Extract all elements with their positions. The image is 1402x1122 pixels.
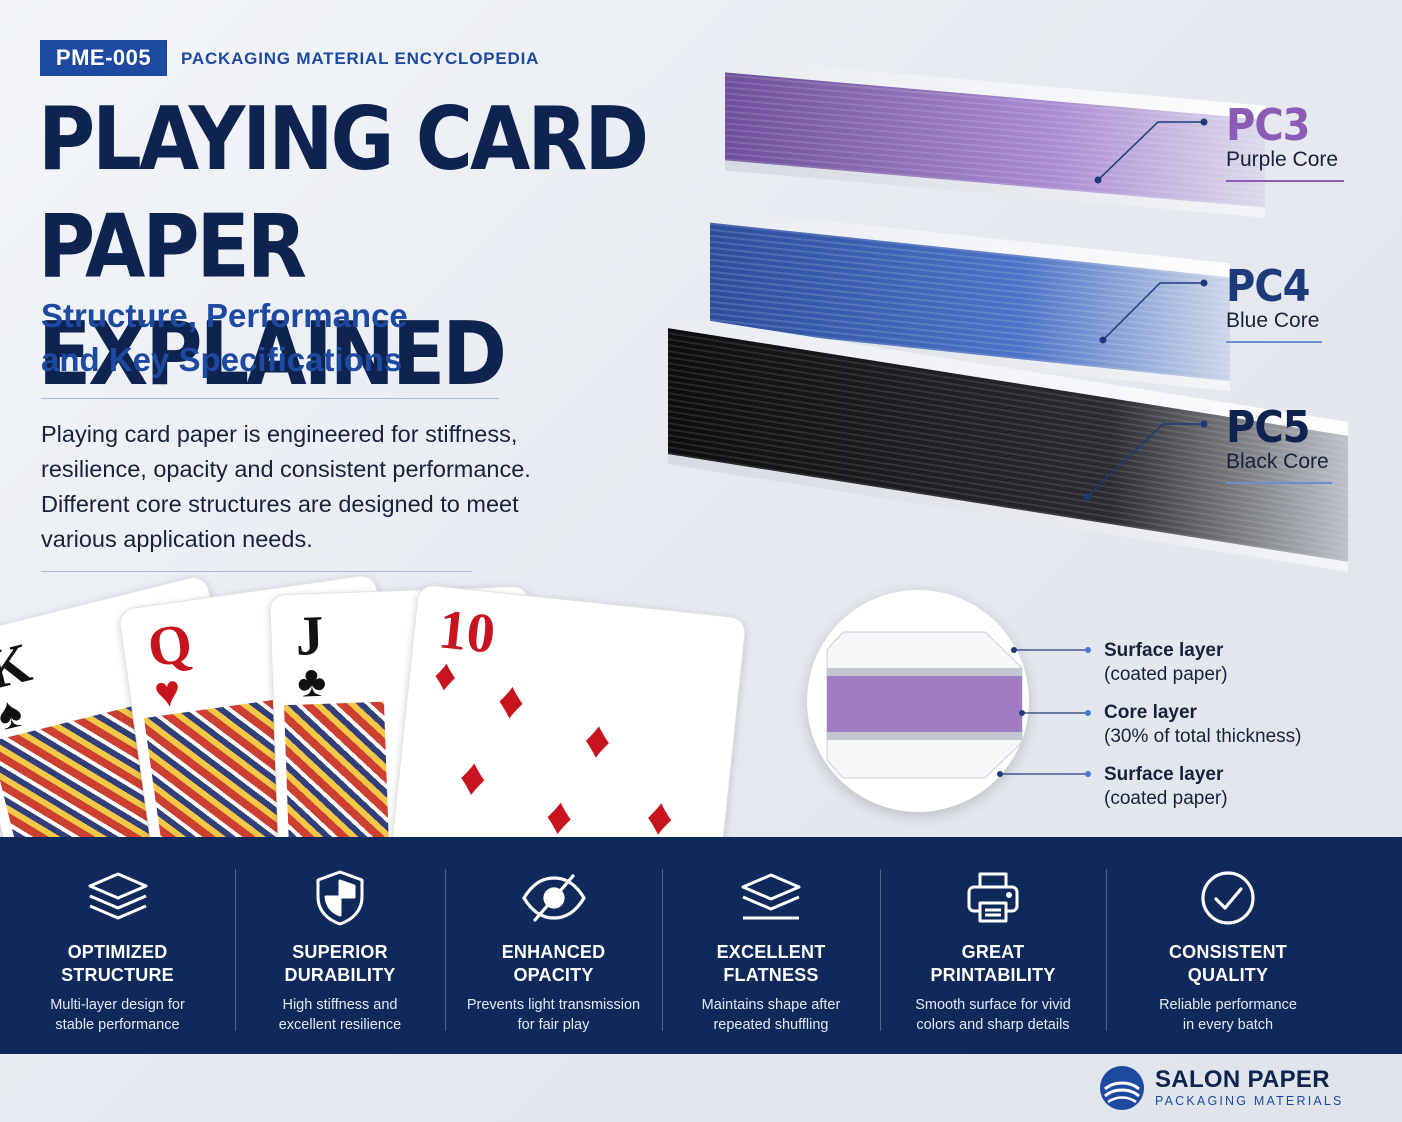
core-layer-band xyxy=(827,676,1022,732)
diamond-pip: ♦ xyxy=(581,710,614,771)
salon-paper-logo-icon xyxy=(1100,1066,1144,1110)
brand-tagline: PACKAGING MATERIALS xyxy=(1155,1094,1344,1108)
divider xyxy=(41,398,499,399)
series-label: PACKAGING MATERIAL ENCYCLOPEDIA xyxy=(181,49,540,68)
grade-name: Black Core xyxy=(1226,450,1329,473)
check-circle-icon xyxy=(1195,867,1261,929)
intro-line: Playing card paper is engineered for sti… xyxy=(41,421,518,447)
card-ten: 10 ♦ ♦ ♦ ♦ ♦ ♦ xyxy=(383,583,747,840)
layer-label-core: Core layer (30% of total thickness) xyxy=(1104,701,1301,749)
divider xyxy=(41,571,472,572)
grade-code: PC4 xyxy=(1226,261,1311,312)
intro-line: Different core structures are designed t… xyxy=(41,491,519,517)
grade-name: Blue Core xyxy=(1226,309,1320,332)
layer-label-surface-bottom: Surface layer (coated paper) xyxy=(1104,763,1228,811)
diamond-pip: ♦ xyxy=(543,786,576,840)
code-badge: PME-005 xyxy=(40,40,167,76)
grade-code: PC3 xyxy=(1226,100,1311,151)
grade-pc5: PC5 Black Core xyxy=(1226,404,1332,484)
title-line: PAPER EXPLAINED xyxy=(38,196,507,406)
layer-name: Core layer xyxy=(1104,702,1197,723)
layer-desc: (coated paper) xyxy=(1104,664,1228,685)
intro-line: various application needs. xyxy=(41,526,313,552)
grade-pc4: PC4 Blue Core xyxy=(1226,263,1322,343)
layers-icon xyxy=(85,867,151,929)
grade-underline xyxy=(1226,482,1332,484)
playing-cards-illustration: K ♠ Q ♥ J ♣ 10 ♦ ♦ ♦ ♦ ♦ ♦ xyxy=(0,560,800,840)
club-icon: ♣ xyxy=(296,656,327,707)
printer-icon xyxy=(960,867,1026,929)
subtitle-line: and Key Specifications xyxy=(41,341,403,378)
layer-name: Surface layer xyxy=(1104,640,1224,661)
layer-name: Surface layer xyxy=(1104,764,1224,785)
brand-name: SALON PAPER xyxy=(1155,1066,1330,1093)
diamond-pip: ♦ xyxy=(643,786,677,840)
paper-stack-purple xyxy=(725,58,1265,218)
intro-paragraph: Playing card paper is engineered for sti… xyxy=(41,417,581,557)
grade-code: PC5 xyxy=(1226,402,1311,453)
grade-name: Purple Core xyxy=(1226,148,1339,171)
diamond-icon: ♦ xyxy=(431,649,460,702)
layer-desc: (coated paper) xyxy=(1104,788,1228,809)
cross-section-diagram xyxy=(826,631,1023,779)
brand-logo: SALON PAPER PACKAGING MATERIALS xyxy=(1099,1065,1344,1111)
shield-icon xyxy=(307,867,373,929)
cross-section-circle xyxy=(807,590,1029,812)
layer-label-surface-top: Surface layer (coated paper) xyxy=(1104,639,1228,687)
heart-icon: ♥ xyxy=(151,666,184,719)
diamond-pip: ♦ xyxy=(456,747,490,808)
title-line: PLAYING CARD xyxy=(38,89,649,191)
eye-slash-icon xyxy=(521,867,587,929)
spade-icon: ♠ xyxy=(0,686,28,741)
court-art xyxy=(284,701,392,840)
grade-pc3: PC3 Purple Core xyxy=(1226,102,1344,182)
grade-underline xyxy=(1226,180,1344,182)
diamond-pip: ♦ xyxy=(494,670,528,732)
subtitle-line: Structure, Performance xyxy=(41,297,408,334)
intro-line: resilience, opacity and consistent perfo… xyxy=(41,456,531,482)
grade-underline xyxy=(1226,341,1322,343)
layer-desc: (30% of total thickness) xyxy=(1104,726,1302,747)
page-title: PLAYING CARD PAPER EXPLAINED xyxy=(38,86,718,409)
page-subtitle: Structure, Performance and Key Specifica… xyxy=(41,294,408,382)
flat-sheets-icon xyxy=(738,867,804,929)
